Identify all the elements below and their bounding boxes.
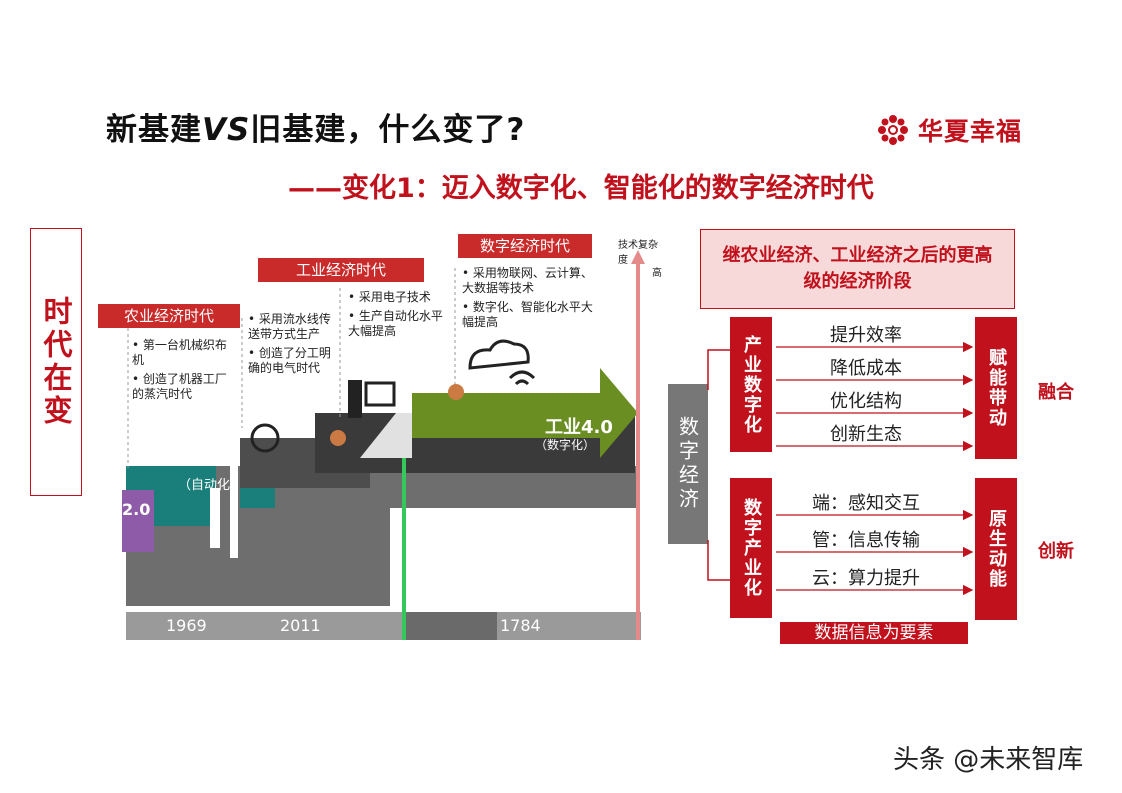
item-structure: 优化结构 bbox=[830, 391, 902, 412]
item-cloud: 云：算力提升 bbox=[812, 568, 920, 589]
digital-industrialization-label: 数字产业化 bbox=[741, 498, 762, 598]
industry-digitalization-label: 产业数字化 bbox=[741, 334, 762, 435]
gear-icon bbox=[250, 423, 280, 453]
timeline-graphic bbox=[122, 250, 645, 640]
axis-label: 技术复杂度 bbox=[618, 240, 658, 266]
monitor-icon bbox=[364, 381, 396, 407]
milestone-dot bbox=[330, 430, 346, 446]
timeline-diagram: 技术复杂度 高 农业经济时代 工业经济时代 数字经济时代 • 第一台机械织布机 … bbox=[90, 228, 662, 648]
bullet: 创造了机器工厂的蒸汽时代 bbox=[132, 372, 227, 401]
flower-logo-icon bbox=[878, 115, 908, 145]
bullet: 第一台机械织布机 bbox=[132, 338, 227, 367]
left-era-label: 2.0 bbox=[122, 500, 151, 519]
title-part1: 新基建 bbox=[106, 112, 202, 148]
page-title: 新基建VS旧基建，什么变了? bbox=[106, 104, 525, 149]
bullet: 创造了分工明确的电气时代 bbox=[248, 346, 331, 375]
arrow-label: 工业4.0 bbox=[545, 417, 613, 438]
year-label: 1784 bbox=[500, 616, 541, 635]
bullet: 数字化、智能化水平大幅提高 bbox=[462, 300, 593, 329]
higher-stage-header: 继农业经济、工业经济之后的更高级的经济阶段 bbox=[700, 229, 1015, 309]
item-cost: 降低成本 bbox=[830, 358, 902, 379]
native-power-box: 原生动能 bbox=[975, 478, 1017, 620]
wifi-icon bbox=[508, 370, 536, 386]
fusion-label: 融合 bbox=[1038, 382, 1074, 403]
digital-economy-label: 数字经济 bbox=[675, 416, 700, 512]
logo-text: 华夏幸福 bbox=[918, 117, 1023, 146]
milestone-dot bbox=[448, 384, 464, 400]
bullets-industry: • 采用流水线传送带方式生产 • 创造了分工明确的电气时代 bbox=[248, 312, 331, 375]
bullet: 采用物联网、云计算、大数据等技术 bbox=[462, 266, 593, 295]
bullets-agriculture: • 第一台机械织布机 • 创造了机器工厂的蒸汽时代 bbox=[132, 338, 227, 401]
page-subtitle: ——变化1：迈入数字化、智能化的数字经济时代 bbox=[288, 173, 874, 204]
title-vs: VS bbox=[202, 112, 251, 148]
era-tag-industry: 工业经济时代 bbox=[258, 258, 424, 282]
computer-tower-icon bbox=[348, 380, 362, 418]
year-label: 1969 bbox=[166, 616, 207, 635]
year-label: 2011 bbox=[280, 616, 321, 635]
empower-box: 赋能带动 bbox=[975, 317, 1017, 459]
era-tag-digital: 数字经济时代 bbox=[458, 234, 592, 258]
era-change-label: 时代在变 bbox=[39, 296, 73, 428]
bracket-lines bbox=[707, 349, 730, 581]
digital-economy-box: 数字经济 bbox=[668, 384, 708, 544]
era-tag-agriculture: 农业经济时代 bbox=[98, 304, 240, 328]
item-pipe: 管：信息传输 bbox=[812, 530, 920, 551]
cloud-icon bbox=[468, 339, 530, 370]
bullet: 生产自动化水平大幅提高 bbox=[348, 309, 443, 338]
footer-watermark: 头条 @未来智库 bbox=[893, 745, 1084, 775]
item-efficiency: 提升效率 bbox=[830, 325, 902, 346]
era-change-box: 时代在变 bbox=[30, 228, 82, 496]
brand-logo: 华夏幸福 bbox=[876, 112, 1022, 148]
digital-industrialization-box: 数字产业化 bbox=[730, 478, 772, 618]
innovation-label: 创新 bbox=[1038, 541, 1074, 562]
industry-digitalization-box: 产业数字化 bbox=[730, 317, 772, 452]
bullet: 采用流水线传送带方式生产 bbox=[248, 312, 331, 341]
bullet: 采用电子技术 bbox=[358, 290, 431, 304]
item-ecosystem: 创新生态 bbox=[830, 424, 902, 445]
left-era-sublabel: （自动化） bbox=[178, 478, 244, 493]
bullets-digital: • 采用物联网、云计算、大数据等技术 • 数字化、智能化水平大幅提高 bbox=[462, 266, 593, 329]
title-part2: 旧基建，什么变了? bbox=[250, 112, 526, 148]
connector-arrows bbox=[776, 341, 974, 596]
data-element-bar: 数据信息为要素 bbox=[780, 622, 968, 644]
axis-high-label: 高 bbox=[652, 268, 662, 279]
native-power-label: 原生动能 bbox=[986, 509, 1007, 589]
bullets-electronics: • 采用电子技术 • 生产自动化水平大幅提高 bbox=[348, 290, 443, 338]
arrow-sublabel: （数字化） bbox=[535, 438, 596, 452]
item-edge: 端：感知交互 bbox=[812, 493, 920, 514]
empower-label: 赋能带动 bbox=[986, 348, 1007, 428]
